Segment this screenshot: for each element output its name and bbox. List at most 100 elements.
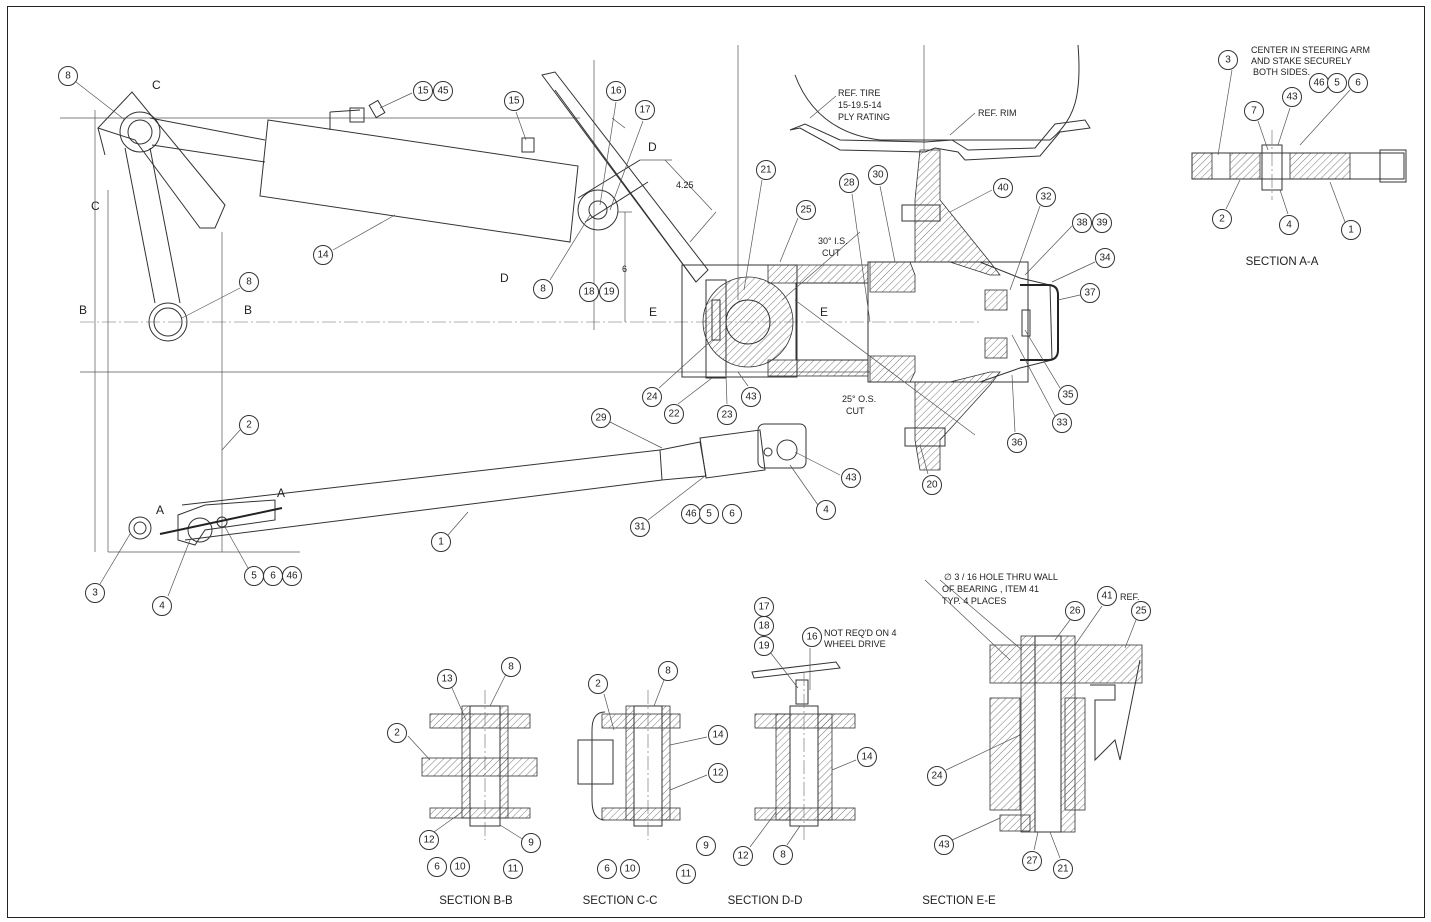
item-balloon: 6 [722, 504, 742, 524]
section-bb-view [407, 673, 538, 841]
item-balloon: 17 [754, 597, 774, 617]
section-cc-title: SECTION C-C [583, 895, 658, 907]
item-balloon: 38 [1072, 213, 1092, 233]
item-balloon: 43 [934, 835, 954, 855]
balloon-number: 23 [721, 410, 733, 421]
center-note-line-2: AND STAKE SECURELY [1251, 56, 1352, 66]
balloon-number: 46 [1313, 78, 1325, 89]
balloon-number: 11 [508, 864, 519, 875]
balloon-circle [1058, 385, 1078, 405]
balloon-circle [413, 81, 433, 101]
section-ee-view [924, 579, 1143, 859]
balloon-circle [1092, 213, 1112, 233]
item-balloon: 21 [1053, 859, 1073, 879]
not-reqd-line-1: NOT REQ'D ON 4 [824, 628, 897, 638]
balloon-number: 24 [931, 771, 943, 782]
item-balloon: 5 [244, 566, 264, 586]
balloon-circle [579, 282, 599, 302]
balloon-number: 38 [1076, 218, 1088, 229]
balloon-circle [839, 173, 859, 193]
hole-note: ∅ 3 / 16 HOLE THRU WALL OF BEARING , ITE… [942, 572, 1058, 606]
center-note-line-1: CENTER IN STEERING ARM [1251, 45, 1370, 55]
balloon-circle [841, 468, 861, 488]
balloon-circle [796, 200, 816, 220]
balloon-number: 15 [508, 96, 520, 107]
balloon-circle [591, 408, 611, 428]
balloon-number: 43 [745, 392, 757, 403]
ref-rim-note: REF. RIM [978, 108, 1017, 118]
balloon-number: 19 [603, 287, 615, 298]
balloon-circle [313, 245, 333, 265]
balloon-circle [588, 674, 608, 694]
balloon-number: 43 [938, 840, 950, 851]
balloon-circle [1282, 87, 1302, 107]
ref-tire-line-1: REF. TIRE [838, 88, 880, 98]
balloon-circle [1007, 433, 1027, 453]
balloon-circle [664, 404, 684, 424]
balloon-number: 14 [317, 250, 329, 261]
item-balloon: 31 [630, 517, 650, 537]
balloon-number: 14 [712, 730, 724, 741]
item-balloon: 23 [717, 405, 737, 425]
balloon-number: 26 [1069, 606, 1081, 617]
item-balloon: 25 [1131, 601, 1151, 621]
item-balloon: 40 [993, 178, 1013, 198]
balloon-circle [922, 475, 942, 495]
balloon-number: 5 [1334, 78, 1340, 89]
balloon-number: 8 [65, 71, 71, 82]
balloon-circle [802, 627, 822, 647]
balloon-circle [431, 532, 451, 552]
item-balloon: 19 [599, 282, 619, 302]
balloon-circle [635, 100, 655, 120]
balloon-number: 12 [712, 768, 724, 779]
balloon-circle [1348, 73, 1368, 93]
item-balloon: 41 [1097, 586, 1117, 606]
balloon-circle [239, 272, 259, 292]
knuckle-arm-plate [541, 71, 717, 322]
balloon-circle [927, 766, 947, 786]
balloon-circle [754, 616, 774, 636]
item-balloon: 43 [741, 387, 761, 407]
hole-note-line-3: TYP. 4 PLACES [942, 596, 1006, 606]
knuckle-section [681, 264, 869, 379]
balloon-circle [533, 279, 553, 299]
item-balloon: 26 [1065, 601, 1085, 621]
balloon-circle [1218, 50, 1238, 70]
item-balloon: 6 [597, 859, 617, 879]
balloon-circle [58, 66, 78, 86]
balloon-circle [754, 636, 774, 656]
item-balloon: 15 [413, 81, 433, 101]
section-aa-title: SECTION A-A [1246, 256, 1319, 268]
dimension-6: 6 [622, 264, 627, 274]
balloon-number: 2 [394, 728, 400, 739]
balloon-circle [708, 725, 728, 745]
balloon-circle [756, 160, 776, 180]
balloon-circle [708, 763, 728, 783]
section-aa-view [1191, 69, 1407, 223]
item-balloon: 28 [839, 173, 859, 193]
ref-tire-line-2: 15-19.5-14 [838, 100, 882, 110]
section-bb-title: SECTION B-B [439, 895, 513, 907]
balloon-circle [717, 405, 737, 425]
balloon-number: 30 [872, 170, 884, 181]
balloon-number: 3 [92, 588, 98, 599]
drawing-border [7, 6, 1425, 918]
item-balloon: 9 [696, 836, 716, 856]
balloon-number: 37 [1084, 288, 1096, 299]
balloon-number: 9 [703, 841, 709, 852]
balloon-circle [419, 830, 439, 850]
item-balloon: 34 [1095, 248, 1115, 268]
item-balloon: 10 [620, 859, 640, 879]
cut-plane-letter: C [91, 199, 100, 213]
item-balloon: 39 [1092, 213, 1112, 233]
item-balloon: 25 [796, 200, 816, 220]
not-reqd-note: NOT REQ'D ON 4 WHEEL DRIVE [824, 628, 897, 649]
balloon-circle [501, 657, 521, 677]
balloon-number: 12 [423, 835, 435, 846]
balloon-number: 2 [1219, 214, 1225, 225]
ref-tire-line-3: PLY RATING [838, 112, 890, 122]
balloon-circle [1036, 187, 1056, 207]
